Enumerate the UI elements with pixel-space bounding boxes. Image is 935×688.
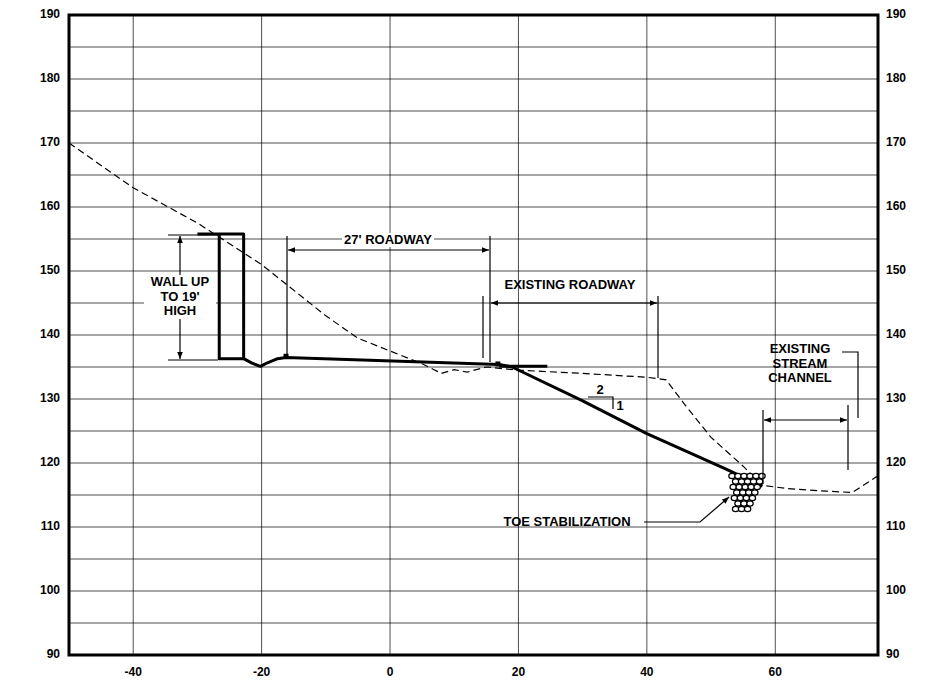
axis-value: 120 — [40, 456, 60, 470]
axis-value: 0 — [387, 666, 394, 680]
grid-line — [69, 399, 878, 400]
axis-value: 190 — [886, 8, 906, 22]
axis-value: 160 — [40, 200, 60, 214]
grid-line — [69, 367, 878, 368]
grid-line — [69, 239, 878, 240]
leader-line — [842, 352, 858, 418]
axis-value: 120 — [886, 456, 906, 470]
proposed-section — [244, 357, 763, 486]
axis-value: 40 — [640, 666, 653, 680]
axis-value: 130 — [886, 392, 906, 406]
grid — [69, 15, 878, 655]
note-label: 27' ROADWAY — [342, 233, 434, 248]
extension-line — [657, 296, 658, 378]
axis-value: 90 — [47, 648, 60, 662]
extension-line — [847, 405, 848, 470]
dimension-line — [288, 249, 489, 250]
grid-line — [69, 79, 878, 80]
grid-line — [69, 335, 878, 336]
grid-line — [69, 431, 878, 432]
extension-line — [168, 359, 218, 360]
plot-frame — [69, 15, 878, 655]
grid-line — [133, 15, 134, 655]
extension-line — [482, 296, 483, 358]
note-label: EXISTING ROADWAY — [505, 278, 636, 293]
grid-line — [69, 591, 878, 592]
axis-value: 180 — [886, 72, 906, 86]
axis-value: 60 — [769, 666, 782, 680]
grid-line — [69, 111, 878, 112]
axis-value: 140 — [886, 328, 906, 342]
axis-value: -40 — [125, 666, 142, 680]
note-label: 2 — [596, 383, 603, 398]
grid-line — [69, 559, 878, 560]
edge-marker — [495, 361, 500, 366]
grid-line — [261, 15, 262, 655]
grid-line — [518, 15, 519, 655]
dimension-line — [491, 302, 657, 303]
axis-value: 110 — [41, 520, 60, 534]
grid-line — [69, 207, 878, 208]
extension-line — [168, 234, 218, 235]
riprap-symbol — [729, 473, 765, 511]
note-label: TOE STABILIZATION — [503, 515, 630, 530]
axis-value: 100 — [40, 584, 60, 598]
extension-line — [489, 236, 490, 362]
grid-line — [646, 15, 647, 655]
axis-value: 170 — [40, 136, 60, 150]
existing-ground-line — [69, 143, 878, 492]
note-label: EXISTING STREAM CHANNEL — [762, 342, 838, 387]
axis-value: 190 — [40, 8, 60, 22]
axis-value: 150 — [40, 264, 60, 278]
pavement-edge — [499, 365, 547, 368]
axis-value: -20 — [253, 666, 270, 680]
axis-value: 90 — [886, 648, 899, 662]
axis-value: 110 — [886, 520, 905, 534]
axis-value: 100 — [886, 584, 906, 598]
grid-line — [775, 15, 776, 655]
axis-value: 170 — [886, 136, 906, 150]
grid-line — [69, 47, 878, 48]
grid-line — [69, 623, 878, 624]
note-label: 1 — [616, 399, 623, 414]
axis-value: 140 — [40, 328, 60, 342]
axis-value: 160 — [886, 200, 906, 214]
grid-line — [69, 271, 878, 272]
axis-value: 150 — [886, 264, 906, 278]
axis-value: 20 — [512, 666, 525, 680]
dimension-line — [764, 419, 847, 420]
axis-value: 130 — [40, 392, 60, 406]
slope-symbol — [588, 397, 613, 409]
edge-marker — [284, 354, 289, 359]
grid-line — [390, 15, 391, 655]
grid-line — [69, 143, 878, 144]
grid-line — [69, 527, 878, 528]
leader-line — [644, 497, 729, 522]
grid-line — [69, 175, 878, 176]
extension-line — [762, 410, 763, 484]
grid-line — [69, 463, 878, 464]
axis-value: 180 — [40, 72, 60, 86]
note-label: WALL UP TO 19' HIGH — [144, 275, 216, 320]
extension-line — [286, 236, 287, 357]
